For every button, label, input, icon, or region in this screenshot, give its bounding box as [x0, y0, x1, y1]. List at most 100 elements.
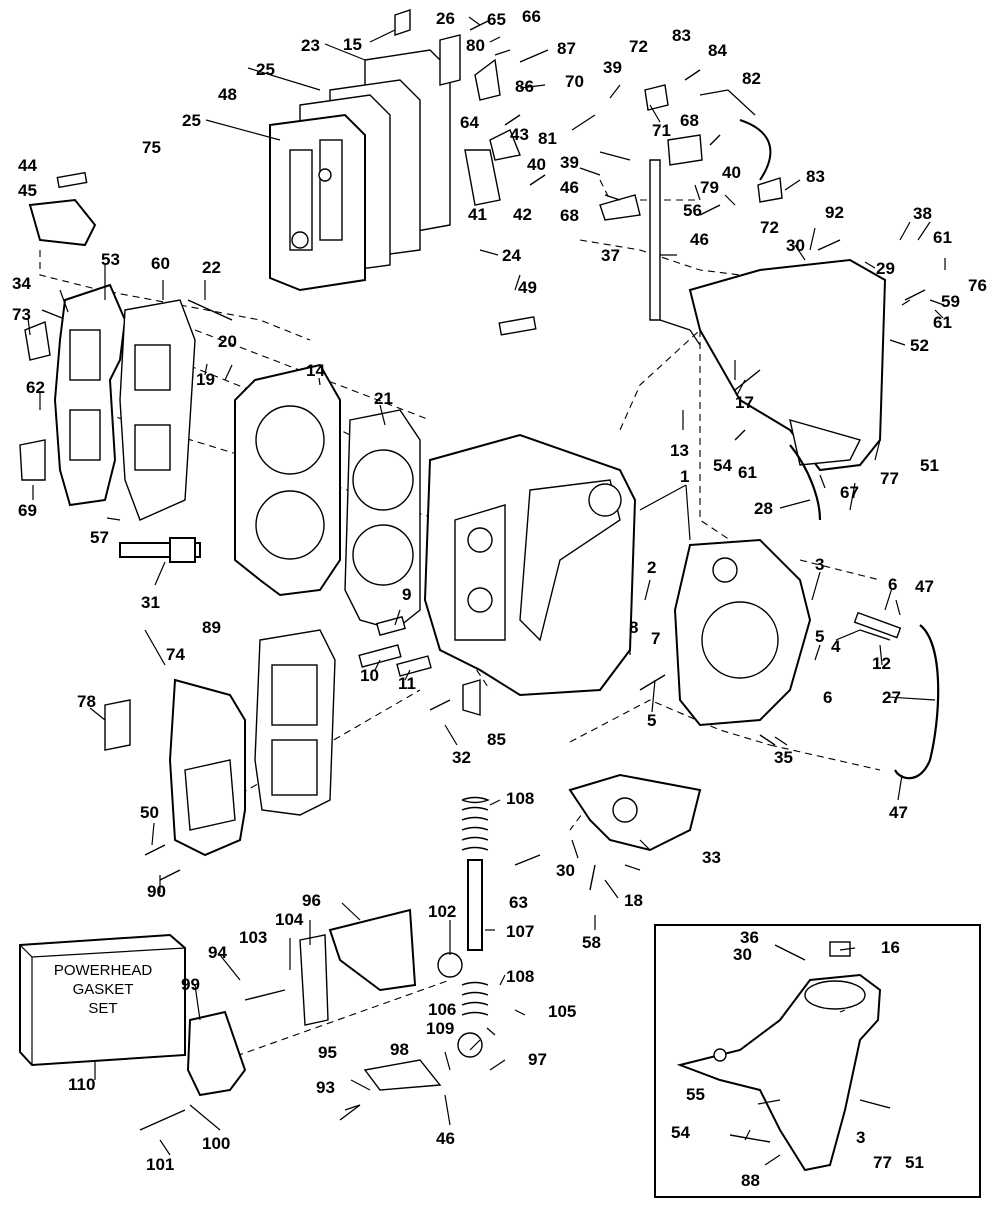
callout-65: 65	[487, 10, 506, 29]
clips-and-brackets	[19, 9, 783, 751]
callout-9: 9	[402, 585, 411, 604]
callout-41: 41	[468, 205, 487, 224]
callout-70: 70	[565, 72, 584, 91]
callout-103: 103	[239, 928, 267, 947]
callout-25-a: 25	[256, 60, 275, 79]
callout-58: 58	[582, 933, 601, 952]
callout-93: 93	[316, 1078, 335, 1097]
callout-72-a: 72	[629, 37, 648, 56]
callout-108-a: 108	[506, 789, 534, 808]
callout-46-b: 46	[690, 230, 709, 249]
callout-40-b: 40	[722, 163, 741, 182]
callout-55: 55	[686, 1085, 705, 1104]
callout-96: 96	[302, 891, 321, 910]
callout-39-a: 39	[603, 58, 622, 77]
crankcase-block	[423, 433, 637, 697]
callout-82: 82	[742, 69, 761, 88]
callout-43: 43	[510, 125, 529, 144]
callout-106: 106	[428, 1000, 456, 1019]
callout-92: 92	[825, 203, 844, 222]
callout-27: 27	[882, 688, 901, 707]
callout-20: 20	[218, 332, 237, 351]
callout-47-b: 47	[889, 803, 908, 822]
callout-12: 12	[872, 654, 891, 673]
callout-6-a: 6	[888, 575, 897, 594]
callout-56: 56	[683, 201, 702, 220]
upper-mount-bracket	[688, 258, 887, 472]
callout-4: 4	[831, 637, 841, 656]
callout-numbers: 1 2 3 3 4 5 5 6 6 7 8 9 10 11 12 13 14 1…	[12, 7, 987, 1190]
callout-17: 17	[735, 393, 754, 412]
callout-46-c: 46	[436, 1129, 455, 1148]
callout-30-c: 30	[733, 945, 752, 964]
cylinder-head	[234, 363, 341, 597]
callout-77-a: 77	[880, 469, 899, 488]
spark-plug	[119, 537, 201, 563]
callout-42: 42	[513, 205, 532, 224]
callout-2: 2	[647, 558, 656, 577]
callout-87: 87	[557, 39, 576, 58]
callout-105: 105	[548, 1002, 576, 1021]
callout-38: 38	[913, 204, 932, 223]
callout-31: 31	[141, 593, 160, 612]
fasteners	[41, 19, 926, 1131]
callout-1: 1	[680, 467, 689, 486]
callout-28: 28	[754, 499, 773, 518]
callout-99: 99	[181, 975, 200, 994]
callout-46-a: 46	[560, 178, 579, 197]
gasket-set-label-line-3: SET	[88, 1000, 117, 1017]
callout-88: 88	[741, 1171, 760, 1190]
callout-54-b: 54	[671, 1123, 690, 1142]
callout-109: 109	[426, 1019, 454, 1038]
callout-50: 50	[140, 803, 159, 822]
callout-76: 76	[968, 276, 987, 295]
callout-73: 73	[12, 305, 31, 324]
callout-5-b: 5	[647, 711, 656, 730]
callout-51-b: 51	[905, 1153, 924, 1172]
callout-63: 63	[509, 893, 528, 912]
callout-83-b: 83	[806, 167, 825, 186]
callout-32: 32	[452, 748, 471, 767]
callout-49: 49	[518, 278, 537, 297]
throttle-cam-parts	[186, 908, 483, 1097]
callout-100: 100	[202, 1134, 230, 1153]
callout-35: 35	[774, 748, 793, 767]
callout-104: 104	[275, 910, 304, 929]
callout-36: 36	[740, 928, 759, 947]
callout-25-b: 25	[182, 111, 201, 130]
callout-47-a: 47	[915, 577, 934, 596]
callout-72-b: 72	[760, 218, 779, 237]
callout-60: 60	[151, 254, 170, 273]
callout-24: 24	[502, 246, 521, 265]
callout-51-a: 51	[920, 456, 939, 475]
callout-61-a: 61	[933, 228, 952, 247]
callout-67: 67	[840, 483, 859, 502]
callout-110: 110	[68, 1075, 95, 1094]
callout-57: 57	[90, 528, 109, 547]
callout-71: 71	[652, 121, 671, 140]
callout-107: 107	[506, 922, 534, 941]
callout-97: 97	[528, 1050, 547, 1069]
exhaust-cover	[168, 629, 336, 857]
lower-mount-bracket	[568, 773, 702, 852]
callout-22: 22	[202, 258, 221, 277]
callout-64: 64	[460, 113, 479, 132]
throttle-shaft	[649, 159, 691, 331]
callout-39-b: 39	[560, 153, 579, 172]
callout-52: 52	[910, 336, 929, 355]
callout-10: 10	[360, 666, 379, 685]
linkage-stack	[461, 796, 490, 1016]
callout-83-a: 83	[672, 26, 691, 45]
callout-19: 19	[196, 370, 215, 389]
callout-53: 53	[101, 250, 120, 269]
intake-manifold	[53, 283, 196, 521]
callout-84: 84	[708, 41, 727, 60]
callout-61-b: 61	[933, 313, 952, 332]
callout-85: 85	[487, 730, 506, 749]
head-cover-gasket-stack	[269, 49, 451, 292]
callout-33: 33	[702, 848, 721, 867]
callout-29: 29	[876, 259, 895, 278]
inset-box	[654, 924, 981, 1198]
hoses-and-straps	[739, 119, 940, 780]
